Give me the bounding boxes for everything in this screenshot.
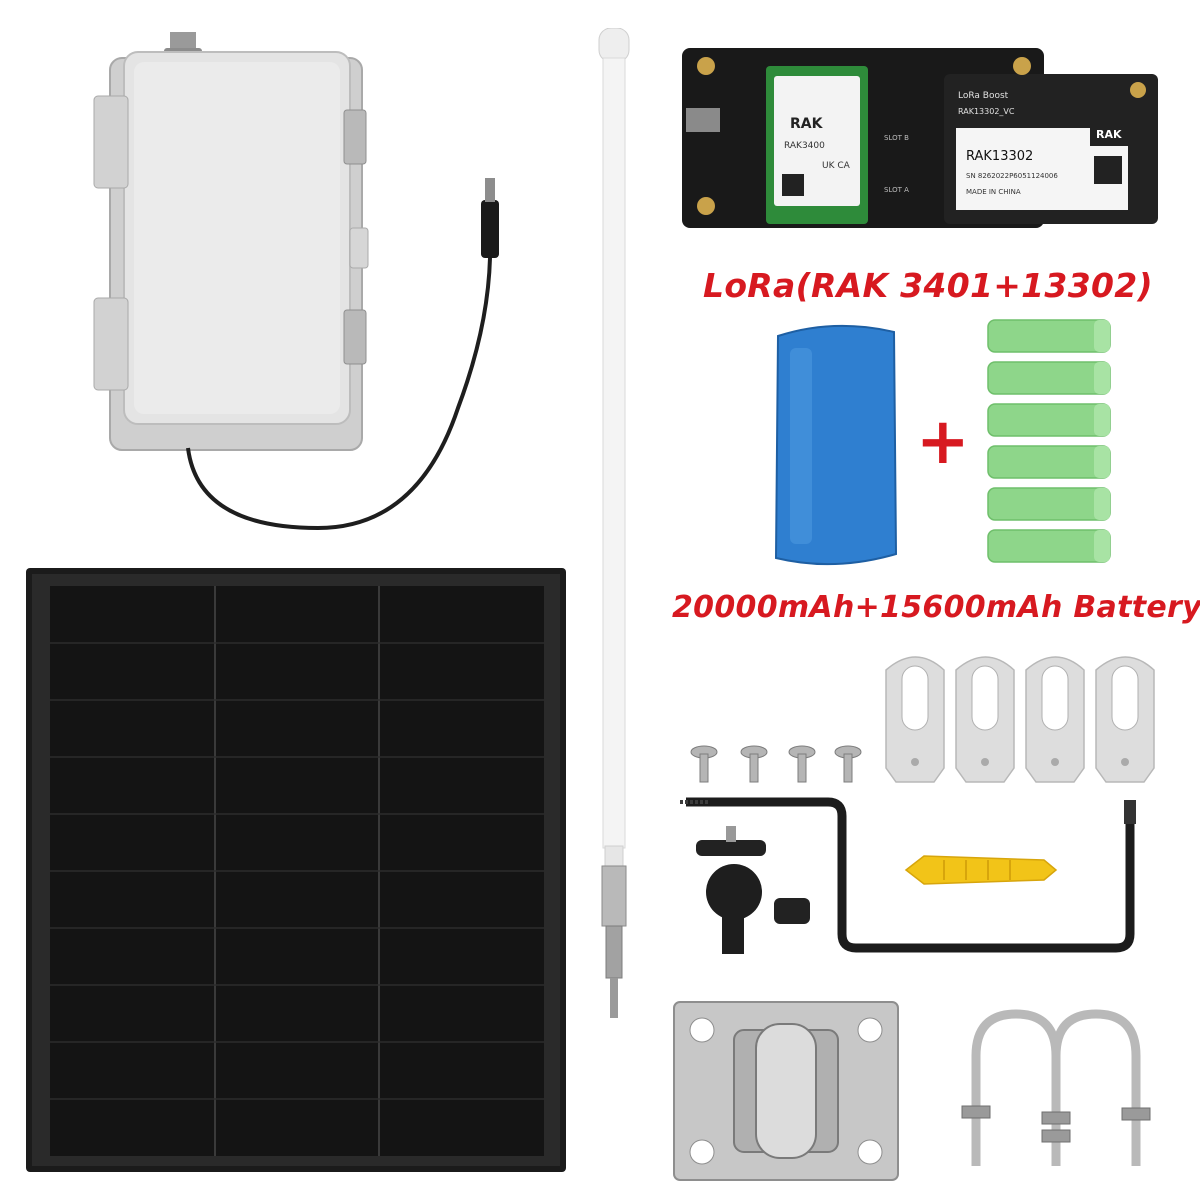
module-left-model-text: RAK3400 bbox=[784, 141, 825, 151]
l-bracket-image bbox=[680, 797, 1136, 954]
lora-board-image: RAK RAK3400 UK CA SLOT B SLOT A LoRa Boo… bbox=[682, 48, 1158, 228]
module-right-name-text: RAK13302 bbox=[966, 149, 1033, 164]
enclosure-box-image bbox=[93, 32, 499, 531]
module-right-title-text: LoRa Boost bbox=[958, 91, 1009, 101]
wall-anchor-image bbox=[904, 855, 1058, 885]
screws-image bbox=[690, 745, 862, 783]
mounting-plates-image bbox=[885, 656, 1155, 783]
slot-b-text: SLOT B bbox=[884, 134, 909, 142]
solar-panel-image bbox=[26, 568, 566, 1172]
pole-mount-bracket-image bbox=[673, 1001, 899, 1181]
slot-a-text: SLOT A bbox=[884, 186, 909, 194]
module-right-model-text: RAK13302_VC bbox=[958, 107, 1015, 116]
rak-logo-small-text: RAK bbox=[1096, 128, 1122, 141]
plus-sign: + bbox=[916, 405, 970, 479]
antenna-image bbox=[598, 28, 630, 1018]
battery-label: 20000mAh+15600mAh Battery bbox=[672, 590, 1200, 625]
blue-battery-pack-image bbox=[774, 324, 898, 566]
module-right-made-text: MADE IN CHINA bbox=[966, 188, 1021, 196]
module-left-marks-text: UK CA bbox=[822, 161, 851, 171]
green-cells-image bbox=[987, 319, 1111, 563]
module-right-sn-text: SN 8262022P6051124006 bbox=[966, 172, 1058, 180]
rak-logo-text: RAK bbox=[790, 116, 824, 132]
lora-label: LoRa(RAK 3401+13302) bbox=[703, 266, 1153, 305]
u-bolts-image bbox=[961, 1009, 1151, 1166]
